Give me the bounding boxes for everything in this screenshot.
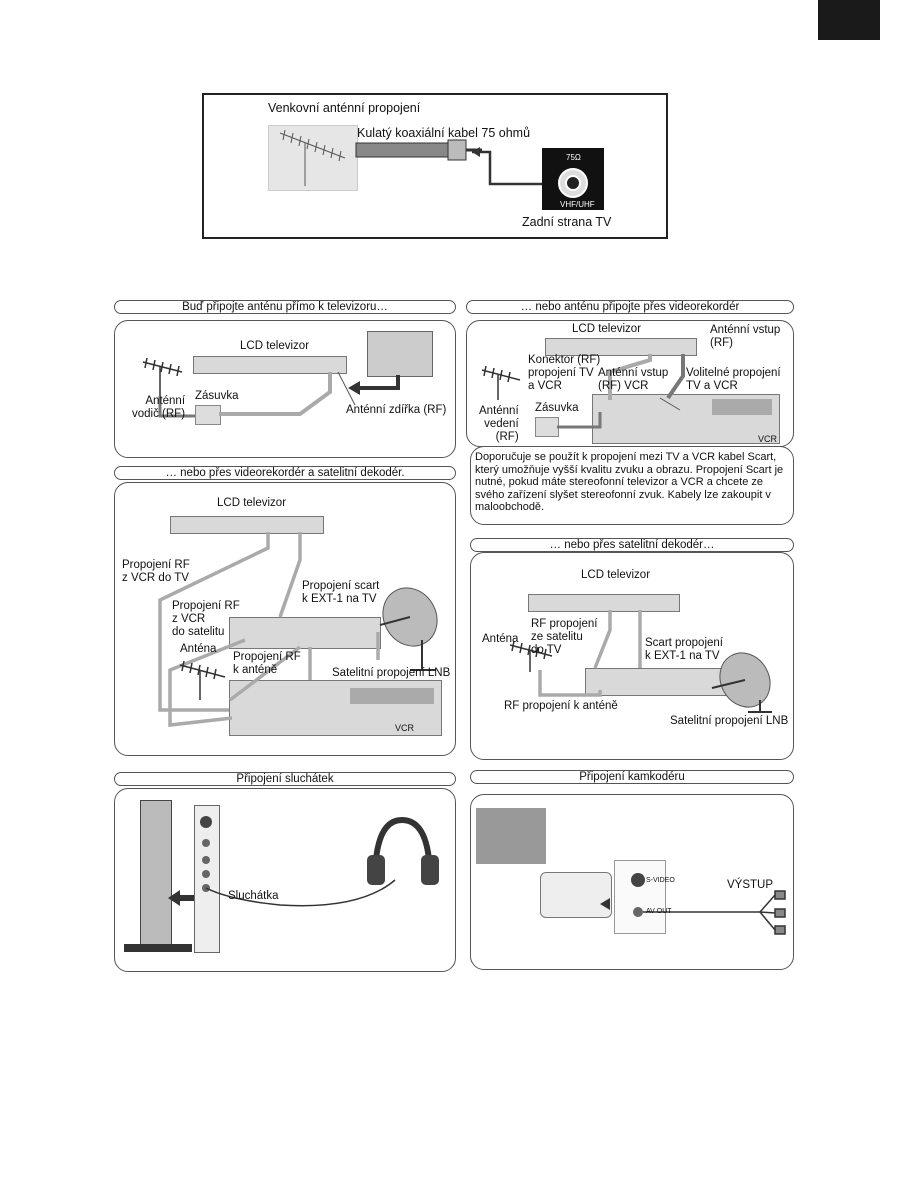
connector-ohm-label: 75Ω	[566, 153, 581, 162]
antenna-icon	[179, 660, 226, 700]
tv-side-panel	[194, 805, 220, 953]
antenna-icon	[481, 365, 521, 400]
vcr-rf-in-label: Anténní vstup (RF)	[710, 324, 781, 349]
sat-rf-antenna: RF propojení k anténě	[504, 700, 618, 712]
tv-back-label: Zadní strana TV	[522, 215, 612, 229]
satellite-dish-icon	[379, 587, 438, 671]
vcrsat-vcr-display	[350, 688, 434, 704]
antenna-icon	[509, 640, 553, 672]
vcr-tag: VCR	[758, 434, 778, 444]
vcrsat-lnb-label: Satelitní propojení LNB	[332, 667, 451, 679]
header-vcr: … nebo anténu připojte přes videorekordé…	[466, 300, 794, 314]
vcr-vcr-rf-label: Anténní vstup (RF) VCR	[598, 367, 669, 392]
sat-scart-label: Scart propojení k EXT-1 na TV	[645, 637, 723, 662]
vcrsat-rf-antenna: Propojení RF k anténě	[233, 651, 301, 676]
header-headphones: Připojení sluchátek	[114, 772, 456, 786]
antenna-photo	[268, 125, 358, 191]
av-cable-icon	[759, 890, 786, 935]
vcrsat-vcr-tag: VCR	[395, 723, 415, 733]
vcr-display	[712, 399, 772, 415]
vcrsat-rf-vcr-tv: Propojení RF z VCR do TV	[122, 559, 190, 584]
vcr-socket-label: Zásuvka	[535, 402, 579, 414]
vcrsat-scart-label: Propojení scart k EXT-1 na TV	[302, 580, 380, 605]
camcorder-av-label: AV OUT	[646, 908, 672, 915]
sat-tv-back-panel	[528, 594, 680, 612]
vcrsat-rf-vcr-sat: Propojení RF z VCR do satelitu	[172, 600, 240, 638]
header-sat: … nebo přes satelitní dekodér…	[470, 538, 794, 552]
antenna-icon	[142, 357, 183, 396]
sat-tv-label: LCD televizor	[581, 569, 651, 581]
sat-lnb-label: Satelitní propojení LNB	[670, 715, 789, 727]
satellite-dish-icon	[711, 652, 772, 713]
outdoor-antenna-title: Venkovní anténní propojení	[268, 101, 421, 115]
vcrsat-tv-label: LCD televizor	[217, 497, 287, 509]
header-vcr-sat: … nebo přes videorekordér a satelitní de…	[114, 466, 456, 480]
vcr-tv-label: LCD televizor	[572, 323, 642, 335]
coax-cable-label: Kulatý koaxiální kabel 75 ohmů	[357, 126, 531, 140]
vcrsat-tv-back-panel	[170, 516, 324, 534]
sat-rf-sat-tv: RF propojení ze satelitu do TV	[531, 618, 598, 656]
sat-satellite-box	[585, 668, 727, 696]
vcr-optional-label: Volitelné propojení TV a VCR	[686, 367, 781, 392]
direct-socket-label: Zásuvka	[195, 390, 239, 402]
tv-side-view	[140, 800, 172, 950]
camcorder-photo	[476, 808, 546, 864]
headphones-label: Sluchátka	[228, 890, 279, 902]
direct-input-label: Anténní zdířka (RF)	[346, 404, 447, 416]
vcr-connector-label: Konektor (RF) propojení TV a VCR	[528, 354, 601, 392]
direct-tv-back-panel	[193, 356, 347, 374]
sat-antenna-label: Anténa	[482, 633, 519, 645]
vcr-note-box	[470, 446, 794, 525]
camcorder-svideo-label: S-VIDEO	[646, 877, 675, 884]
headphones-icon	[367, 816, 439, 885]
header-direct: Buď připojte anténu přímo k televizoru…	[114, 300, 456, 314]
vcrsat-antenna-label: Anténa	[180, 643, 217, 655]
header-camcorder: Připojení kamkodéru	[470, 770, 794, 784]
camcorder-drawing	[540, 872, 612, 918]
vcr-antenna-label: Anténní vedení (RF)	[479, 405, 519, 443]
vcr-tv-back-panel	[545, 338, 697, 356]
antenna-icon	[279, 129, 346, 186]
connector-band-label: VHF/UHF	[560, 200, 595, 209]
page-corner-tab	[818, 0, 880, 40]
camcorder-port-panel	[614, 860, 666, 934]
direct-tv-label: LCD televizor	[240, 340, 310, 352]
vcrsat-satellite-box	[229, 617, 381, 649]
tv-stand	[124, 944, 192, 952]
vcr-note-text: Doporučuje se použít k propojení mezi TV…	[475, 451, 784, 513]
direct-antenna-label: Anténní vodič (RF)	[132, 395, 186, 420]
camcorder-output-label: VÝSTUP	[727, 879, 774, 891]
